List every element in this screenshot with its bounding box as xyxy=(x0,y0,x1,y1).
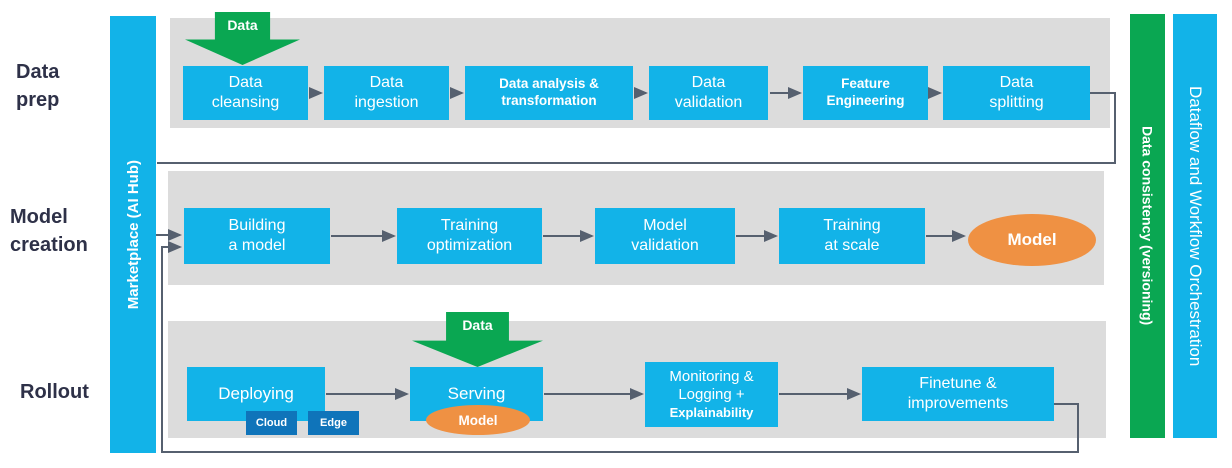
monitoring-logging-label: Monitoring & Logging + xyxy=(669,367,754,404)
model-output-ellipse: Model xyxy=(968,214,1096,266)
step-data-cleansing: Data cleansing xyxy=(183,66,308,120)
step-training-optimization: Training optimization xyxy=(397,208,542,264)
step-data-validation: Data validation xyxy=(649,66,768,120)
row-label-data-prep: Data prep xyxy=(16,61,60,111)
step-model-validation: Model validation xyxy=(595,208,735,264)
step-monitoring-logging: Monitoring & Logging + Explainability xyxy=(645,362,778,427)
deploy-target-cloud: Cloud xyxy=(246,411,297,435)
marketplace-ai-hub-bar: Marketplace (AI Hub) xyxy=(110,16,156,453)
marketplace-ai-hub-label: Marketplace (AI Hub) xyxy=(124,159,142,310)
step-training-at-scale: Training at scale xyxy=(779,208,925,264)
data-consistency-label: Data consistency (versioning) xyxy=(1139,126,1156,326)
data-consistency-bar: Data consistency (versioning) xyxy=(1130,14,1165,438)
row-label-rollout: Rollout xyxy=(20,381,89,403)
orchestration-bar: Dataflow and Workflow Orchestration xyxy=(1173,14,1217,438)
step-feature-engineering: Feature Engineering xyxy=(803,66,928,120)
step-data-analysis-transformation: Data analysis & transformation xyxy=(465,66,633,120)
deploy-target-edge: Edge xyxy=(308,411,359,435)
step-data-splitting: Data splitting xyxy=(943,66,1090,120)
step-building-a-model: Building a model xyxy=(184,208,330,264)
step-data-ingestion: Data ingestion xyxy=(324,66,449,120)
explainability-label: Explainability xyxy=(669,405,754,421)
orchestration-label: Dataflow and Workflow Orchestration xyxy=(1186,85,1205,367)
serving-model-ellipse: Model xyxy=(426,405,530,435)
step-finetune-improvements: Finetune & improvements xyxy=(862,367,1054,421)
data-input-arrow-label: Data xyxy=(227,17,258,33)
row-label-model-creation: Model creation xyxy=(10,206,88,256)
